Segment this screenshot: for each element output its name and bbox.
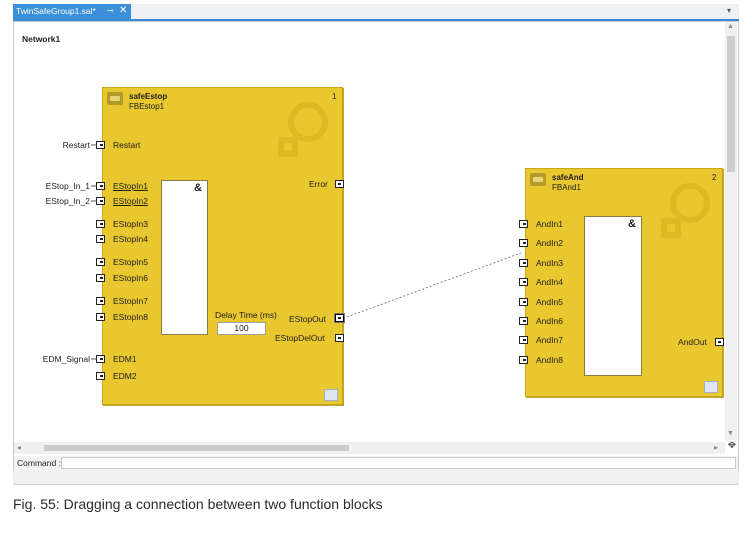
document-tab[interactable]: TwinSafeGroup1.sal* ⊸ ✕ <box>13 4 131 19</box>
port-estopin7[interactable] <box>96 297 105 305</box>
pin-edm2: EDM2 <box>113 371 137 381</box>
port-estopin4[interactable] <box>96 235 105 243</box>
port-andin8[interactable] <box>519 356 528 364</box>
pin-estopin7: EStopIn7 <box>113 296 148 306</box>
port-estopout[interactable] <box>335 314 344 322</box>
variable-estop-in-1[interactable]: EStop_In_1 <box>45 181 90 191</box>
block-instance-label: FBAnd1 <box>552 183 581 192</box>
dragged-connection <box>346 252 522 318</box>
port-andin4[interactable] <box>519 278 528 286</box>
gear-watermark-icon <box>661 183 710 238</box>
pin-andin2: AndIn2 <box>536 238 563 248</box>
pin-andin4: AndIn4 <box>536 277 563 287</box>
scroll-left-icon[interactable]: ◂ <box>17 443 22 452</box>
pin-andin3: AndIn3 <box>536 258 563 268</box>
horizontal-scrollbar[interactable]: ◂ ▸ <box>14 442 725 454</box>
pin-edm1: EDM1 <box>113 354 137 364</box>
pin-estopin6: EStopIn6 <box>113 273 148 283</box>
port-andout[interactable] <box>715 338 724 346</box>
port-error[interactable] <box>335 180 344 188</box>
pin-andin6: AndIn6 <box>536 316 563 326</box>
block-resize-handle[interactable] <box>324 389 338 401</box>
pin-estopin5: EStopIn5 <box>113 257 148 267</box>
pin-estopin8: EStopIn8 <box>113 312 148 322</box>
port-andin6[interactable] <box>519 317 528 325</box>
block-type-label: safeEstop <box>129 92 168 101</box>
port-estopin6[interactable] <box>96 274 105 282</box>
pan-icon[interactable]: ✥ <box>727 440 737 451</box>
port-restart[interactable] <box>96 141 105 149</box>
pin-estopin1: EStopIn1 <box>113 181 148 191</box>
port-estopin2[interactable] <box>96 197 105 205</box>
pin-error: Error <box>309 179 328 189</box>
delay-time-field[interactable]: 100 <box>217 322 266 335</box>
function-block-safe-estop[interactable]: safeEstop FBEstop1 1 & Delay Time (ms) 1… <box>102 87 343 405</box>
port-estopin1[interactable] <box>96 182 105 190</box>
and-gate-box: & <box>584 216 642 376</box>
network-title: Network1 <box>22 34 61 44</box>
port-andin2[interactable] <box>519 239 528 247</box>
safety-block-icon <box>530 173 546 186</box>
vertical-scroll-thumb[interactable] <box>727 36 735 172</box>
command-input[interactable] <box>61 457 736 469</box>
block-number: 1 <box>332 92 337 101</box>
command-label: Command : <box>17 458 61 468</box>
pin-andin1: AndIn1 <box>536 219 563 229</box>
tab-dropdown-icon[interactable]: ▾ <box>727 6 732 15</box>
block-number: 2 <box>712 173 717 182</box>
pin-andin8: AndIn8 <box>536 355 563 365</box>
pin-andin7: AndIn7 <box>536 335 563 345</box>
estop-and-gate: & <box>161 180 208 335</box>
pin-estopdelout: EStopDelOut <box>275 333 325 343</box>
port-andin3[interactable] <box>519 259 528 267</box>
document-tab-strip <box>13 4 739 21</box>
and-gate-label: & <box>194 182 202 194</box>
port-andin5[interactable] <box>519 298 528 306</box>
block-resize-handle[interactable] <box>704 381 718 393</box>
function-block-safe-and[interactable]: safeAnd FBAnd1 2 & <box>525 168 723 397</box>
scroll-right-icon[interactable]: ▸ <box>714 443 719 452</box>
figure-caption: Fig. 55: Dragging a connection between t… <box>13 496 383 512</box>
scroll-down-icon[interactable]: ▼ <box>727 430 734 437</box>
vertical-scrollbar[interactable]: ▲ ▼ <box>725 22 737 442</box>
port-estopin3[interactable] <box>96 220 105 228</box>
horizontal-scroll-thumb[interactable] <box>44 445 349 451</box>
port-estopin8[interactable] <box>96 313 105 321</box>
port-estopdelout[interactable] <box>335 334 344 342</box>
block-instance-label: FBEstop1 <box>129 102 165 111</box>
scroll-up-icon[interactable]: ▲ <box>727 23 734 30</box>
gear-watermark-icon <box>278 102 328 157</box>
status-strip <box>13 471 739 485</box>
pin-estopin4: EStopIn4 <box>113 234 148 244</box>
command-bar: Command : <box>13 456 739 472</box>
tab-title: TwinSafeGroup1.sal* <box>16 6 96 16</box>
port-edm2[interactable] <box>96 372 105 380</box>
delay-time-label: Delay Time (ms) <box>215 310 277 320</box>
variable-estop-in-2[interactable]: EStop_In_2 <box>45 196 90 206</box>
port-edm1[interactable] <box>96 355 105 363</box>
port-andin7[interactable] <box>519 336 528 344</box>
pin-icon[interactable]: ⊸ <box>107 6 114 15</box>
port-estopin5[interactable] <box>96 258 105 266</box>
and-gate-label: & <box>628 218 636 230</box>
pin-restart: Restart <box>113 140 141 150</box>
variable-restart[interactable]: Restart <box>62 140 90 150</box>
pin-estopin3: EStopIn3 <box>113 219 148 229</box>
pin-andout: AndOut <box>678 337 707 347</box>
variable-edm-signal[interactable]: EDM_Signal <box>42 354 90 364</box>
safety-block-icon <box>107 92 123 105</box>
block-type-label: safeAnd <box>552 173 584 182</box>
pin-andin5: AndIn5 <box>536 297 563 307</box>
pin-estopout: EStopOut <box>289 314 326 324</box>
port-andin1[interactable] <box>519 220 528 228</box>
sfc-editor-canvas[interactable]: Network1 safeEstop FBEstop1 1 & <box>13 21 739 457</box>
pin-estopin2: EStopIn2 <box>113 196 148 206</box>
close-icon[interactable]: ✕ <box>119 5 128 16</box>
